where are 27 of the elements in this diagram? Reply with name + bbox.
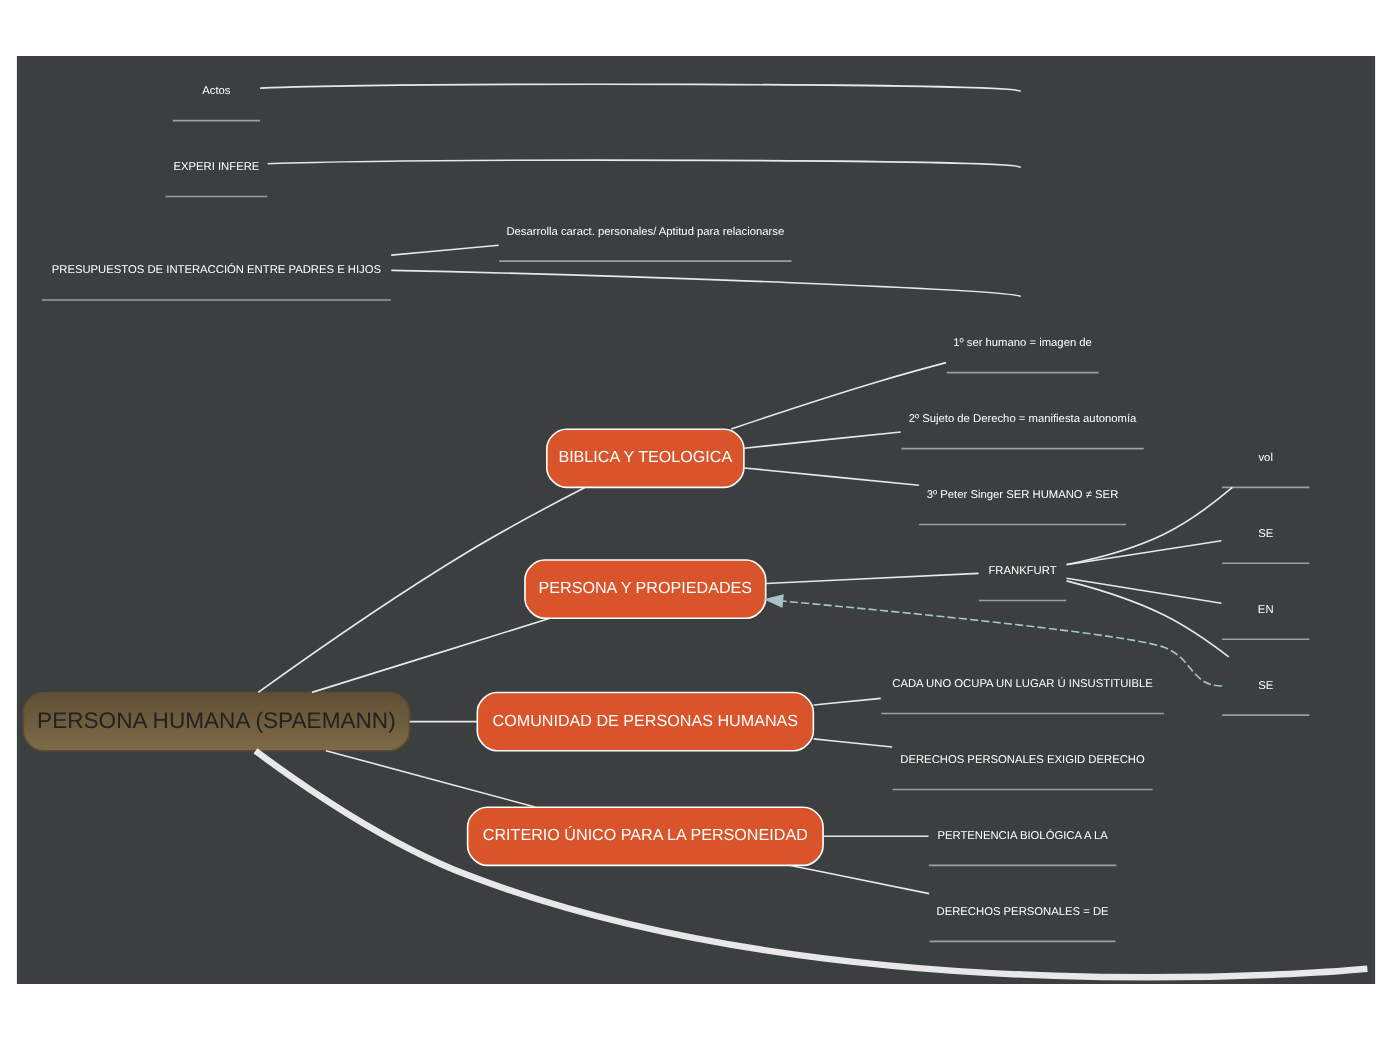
connector <box>730 361 947 430</box>
connector <box>257 486 586 694</box>
connector <box>266 159 1022 169</box>
connector <box>812 697 882 706</box>
connector <box>1065 540 1223 566</box>
connector <box>390 269 1022 298</box>
connector <box>789 864 930 895</box>
node-box: PERSONA HUMANA (SPAEMANN) <box>22 691 411 752</box>
connector <box>822 835 930 838</box>
connector <box>812 738 893 748</box>
node-box: COMUNIDAD DE PERSONAS HUMANAS <box>476 691 815 752</box>
node-box: BIBLICA Y TEOLOGICA <box>546 428 745 489</box>
connector <box>259 83 1022 93</box>
connector <box>325 749 536 808</box>
connector <box>1065 580 1230 658</box>
connector <box>1065 577 1223 605</box>
node-box: PERSONA Y PROPIEDADES <box>524 559 767 619</box>
connector <box>408 720 478 723</box>
connector <box>311 617 551 694</box>
node-box: CRITERIO ÚNICO PARA LA PERSONEIDAD <box>466 806 824 867</box>
connector <box>390 244 500 256</box>
connector <box>743 431 902 449</box>
connector <box>1065 486 1234 566</box>
connector <box>253 748 1368 981</box>
connector <box>765 572 980 585</box>
arrow <box>763 594 1223 687</box>
connector <box>743 467 920 487</box>
